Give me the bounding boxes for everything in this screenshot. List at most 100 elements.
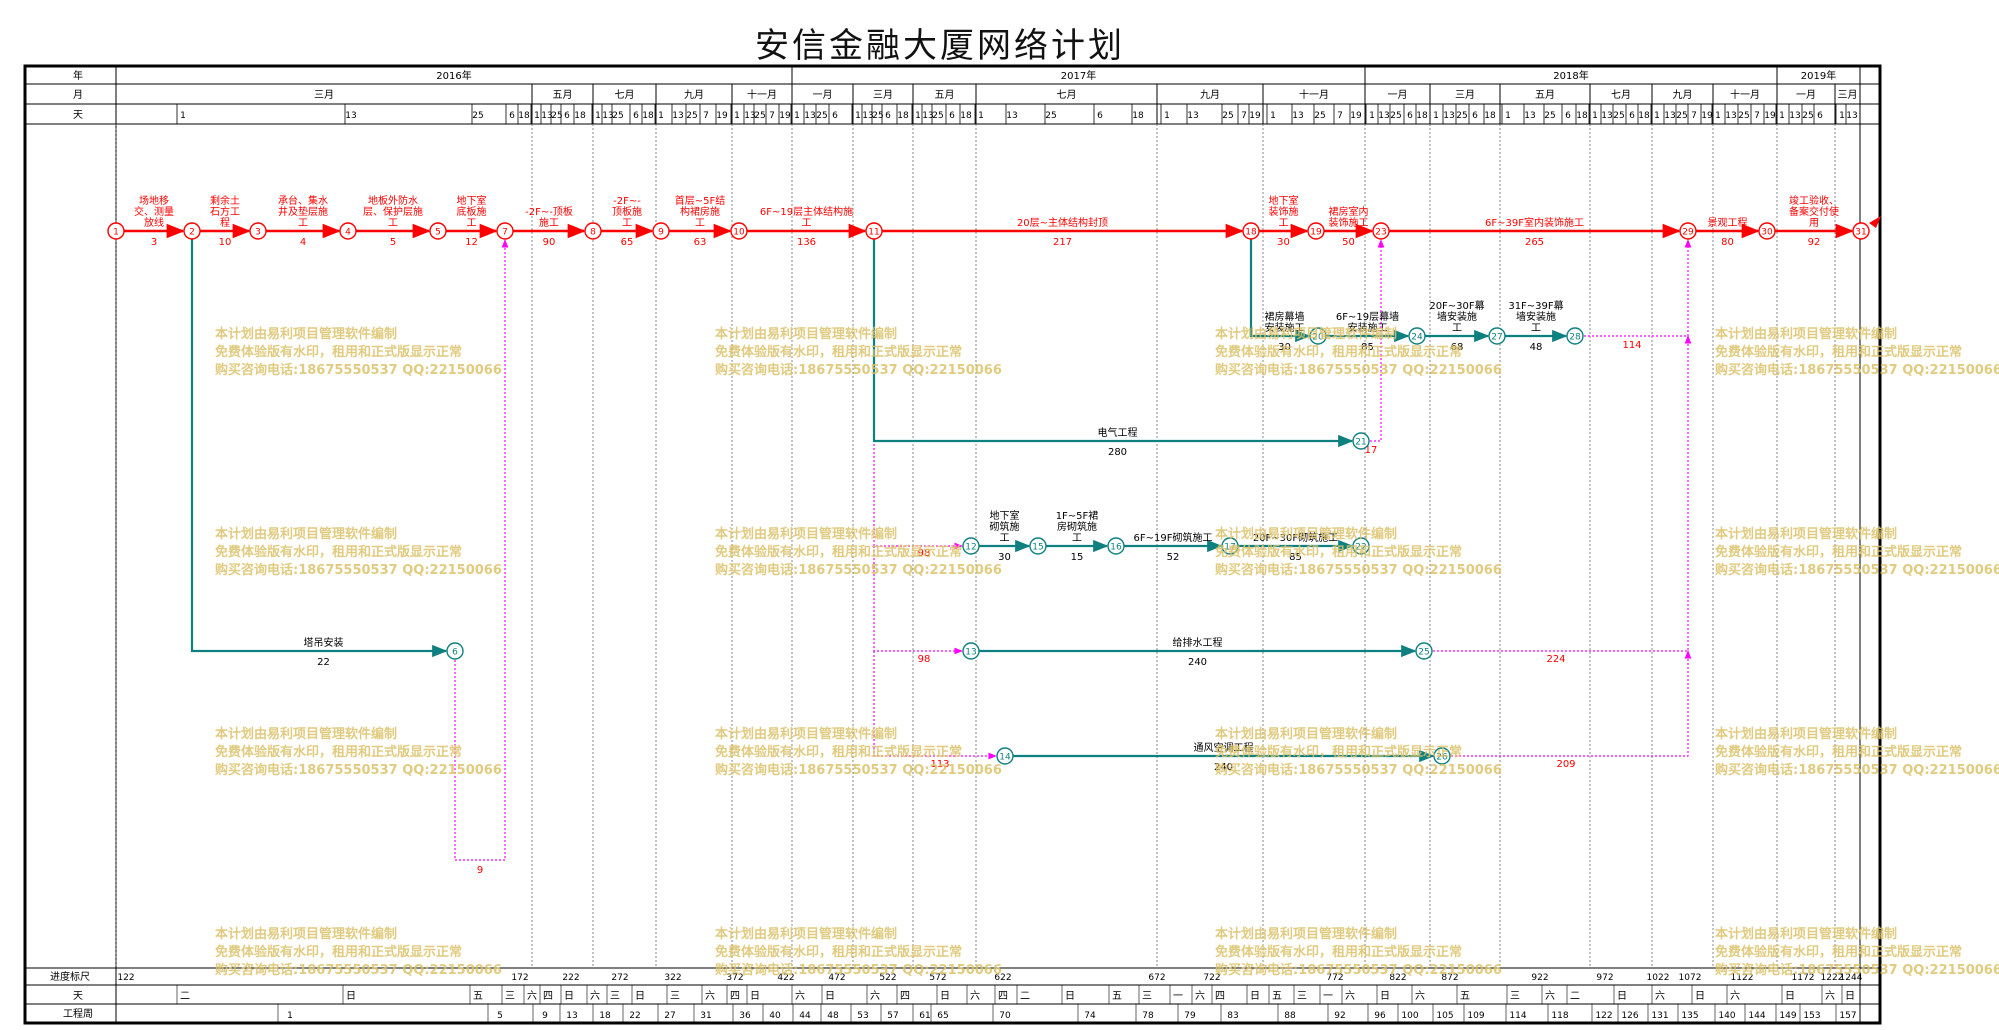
day-label: 6 bbox=[564, 111, 570, 121]
activity-name-label: 层、保护层施 bbox=[363, 205, 423, 218]
week-label: 1 bbox=[287, 1011, 293, 1021]
day-label: 13 bbox=[1378, 111, 1389, 121]
event-node bbox=[1433, 747, 1451, 765]
week-label: 144 bbox=[1748, 1011, 1765, 1021]
activity-name-label: 地下室 bbox=[1269, 194, 1299, 207]
weekday-label: 日 bbox=[1380, 991, 1390, 1002]
watermark-text: 免费体验版有水印，租用和正式版显示正常 bbox=[715, 944, 962, 960]
weekday-label: 一 bbox=[1323, 991, 1333, 1002]
watermark-text: 购买咨询电话:18675550537 QQ:22150066 bbox=[715, 362, 1002, 378]
activity-name-label: 地下室 bbox=[457, 194, 487, 207]
week-label: 22 bbox=[629, 1011, 640, 1021]
finish-flag-icon bbox=[1869, 216, 1881, 228]
week-label: 61 bbox=[919, 1011, 930, 1021]
event-node bbox=[429, 222, 447, 240]
day-label: 1 bbox=[534, 111, 540, 121]
week-label: 78 bbox=[1142, 1011, 1154, 1021]
activity-duration-label: 136 bbox=[797, 237, 816, 248]
week-label: 131 bbox=[1651, 1011, 1668, 1021]
weekday-label: 六 bbox=[590, 990, 600, 1002]
day-label: 19 bbox=[779, 111, 791, 121]
day-label: 6 bbox=[633, 111, 639, 121]
week-row-label: 工程周 bbox=[63, 1008, 93, 1020]
activity-name-label: 电气工程 bbox=[1098, 426, 1138, 439]
week-label: 31 bbox=[700, 1011, 711, 1021]
activity-name-label: 房砌筑施 bbox=[1057, 520, 1097, 533]
month-label: 九月 bbox=[1673, 89, 1693, 101]
scale-tick-label: 372 bbox=[726, 973, 743, 983]
week-label: 118 bbox=[1551, 1011, 1568, 1021]
day-label: 18 bbox=[1638, 111, 1650, 121]
event-node bbox=[107, 222, 125, 240]
day-row-label: 天 bbox=[73, 110, 83, 121]
event-node-number: 16 bbox=[1110, 543, 1122, 553]
activity-duration-label: 22 bbox=[317, 657, 330, 668]
dummy-dependency bbox=[873, 546, 963, 655]
day-label: 18 bbox=[518, 111, 530, 121]
weekday-label: 四 bbox=[730, 991, 740, 1002]
month-label: 三月 bbox=[314, 89, 334, 101]
day-label: 1 bbox=[1779, 111, 1785, 121]
activity-name-label: 构裙房施 bbox=[680, 205, 720, 218]
day-label: 13 bbox=[744, 111, 755, 121]
watermark-text: 免费体验版有水印，租用和正式版显示正常 bbox=[215, 344, 462, 360]
activity-name-label: 裙房幕墙 bbox=[1265, 310, 1305, 323]
day-label: 1 bbox=[1715, 111, 1721, 121]
watermark-text: 免费体验版有水印，租用和正式版显示正常 bbox=[215, 944, 462, 960]
activity-name-label: 20层~主体结构封顶 bbox=[1017, 216, 1108, 229]
day-label: 13 bbox=[1187, 111, 1198, 121]
watermark-text: 购买咨询电话:18675550537 QQ:22150066 bbox=[715, 762, 1002, 778]
dummy-dependency bbox=[1370, 239, 1385, 442]
weekday-label: 三 bbox=[670, 991, 680, 1002]
activity-name-label: 用 bbox=[1809, 218, 1819, 229]
activity-name-label: 安装施工 bbox=[1265, 321, 1305, 334]
activity-duration-label: 30 bbox=[998, 552, 1011, 563]
activity-name-label: 装饰施 bbox=[1269, 205, 1299, 218]
event-node bbox=[1758, 222, 1776, 240]
week-label: 126 bbox=[1621, 1011, 1638, 1021]
day-label: 7 bbox=[769, 111, 775, 121]
month-label: 五月 bbox=[553, 89, 573, 101]
activity-name-label: 首层~5F结 bbox=[675, 194, 726, 207]
week-label: 65 bbox=[937, 1011, 948, 1021]
scale-tick-label: 1122 bbox=[1731, 973, 1754, 983]
activity-arrow bbox=[190, 239, 448, 658]
week-label: 44 bbox=[799, 1011, 811, 1021]
activity-duration-label: 240 bbox=[1188, 657, 1207, 668]
activity-name-label: 工 bbox=[1279, 218, 1289, 229]
day-label: 18 bbox=[1576, 111, 1588, 121]
activity-duration-label: 3 bbox=[151, 237, 157, 248]
dummy-float-label: 113 bbox=[930, 759, 949, 770]
event-node bbox=[730, 222, 748, 240]
scale-row-label: 进度标尺 bbox=[50, 970, 90, 983]
day-label: 25 bbox=[1045, 111, 1056, 121]
watermark-text: 购买咨询电话:18675550537 QQ:22150066 bbox=[1215, 562, 1502, 578]
day-label: 18 bbox=[897, 111, 909, 121]
event-node-number: 14 bbox=[999, 753, 1011, 763]
weekday-label: 二 bbox=[1020, 991, 1030, 1002]
dummy-dependency bbox=[873, 240, 963, 550]
week-label: 96 bbox=[1374, 1011, 1386, 1021]
watermark-text: 购买咨询电话:18675550537 QQ:22150066 bbox=[1215, 762, 1502, 778]
day-label: 19 bbox=[1350, 111, 1362, 121]
activity-duration-label: 90 bbox=[543, 237, 556, 248]
dummy-float-label: 17 bbox=[1365, 445, 1378, 456]
scale-tick-label: 472 bbox=[828, 973, 845, 983]
month-label: 三月 bbox=[873, 89, 893, 101]
year-row-label: 年 bbox=[73, 69, 83, 82]
activity-name-label: 安装施工 bbox=[1348, 321, 1388, 334]
dummy-float-label: 209 bbox=[1556, 759, 1575, 770]
dummy-float-label: 98 bbox=[918, 654, 931, 665]
event-node-number: 22 bbox=[1355, 543, 1366, 553]
weekday-label: 六 bbox=[527, 990, 537, 1002]
event-node-number: 11 bbox=[868, 228, 879, 238]
watermark-text: 购买咨询电话:18675550537 QQ:22150066 bbox=[215, 362, 502, 378]
scale-tick-label: 1222 bbox=[1821, 973, 1844, 983]
day-label: 6 bbox=[1565, 111, 1571, 121]
week-label: 13 bbox=[566, 1011, 577, 1021]
weekday-label: 三 bbox=[1510, 991, 1520, 1002]
day-label: 18 bbox=[642, 111, 654, 121]
day-label: 6 bbox=[949, 111, 955, 121]
watermark-text: 免费体验版有水印，租用和正式版显示正常 bbox=[1215, 544, 1462, 560]
